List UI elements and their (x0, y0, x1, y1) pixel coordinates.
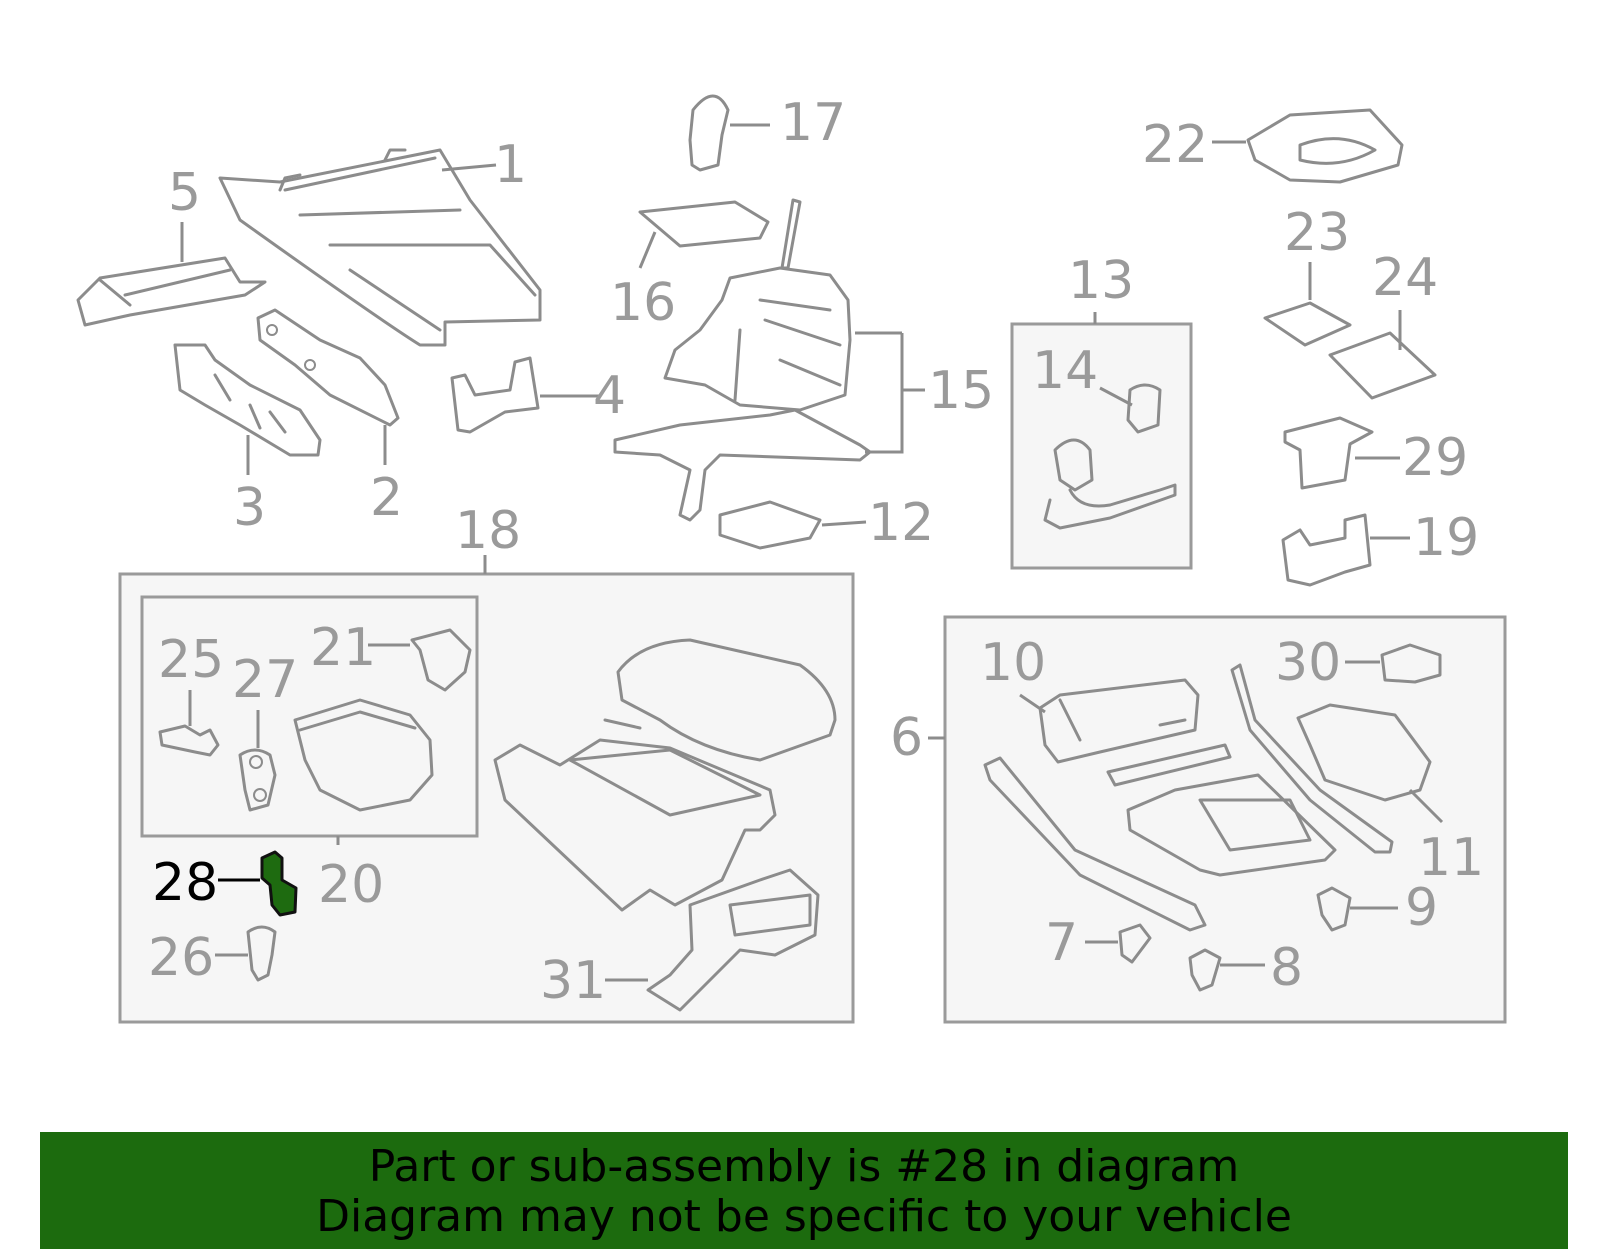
callout-11[interactable]: 11 (1418, 828, 1484, 888)
part-10-panel[interactable] (1038, 678, 1200, 764)
callout-1[interactable]: 1 (494, 135, 527, 195)
banner-line-2: Diagram may not be specific to your vehi… (316, 1191, 1292, 1242)
group-box-6 (943, 615, 1507, 1024)
part-29-switch[interactable] (1283, 416, 1374, 490)
part-9-clip[interactable] (1316, 886, 1352, 932)
callout-16[interactable]: 16 (610, 273, 676, 333)
callout-6[interactable]: 6 (890, 708, 923, 768)
callout-23[interactable]: 23 (1284, 203, 1350, 263)
part-22-tray[interactable] (1246, 108, 1404, 184)
part-5-side-panel[interactable] (76, 256, 267, 327)
part-28-bracket-highlighted[interactable] (260, 850, 298, 917)
leader-lines (180, 123, 1444, 982)
callout-15[interactable]: 15 (928, 361, 994, 421)
group-box-13 (1010, 322, 1193, 570)
part-26-plug[interactable] (246, 925, 277, 982)
callout-8[interactable]: 8 (1270, 938, 1303, 998)
part-30-connector[interactable] (1380, 643, 1442, 684)
part-31-rear-panel[interactable] (646, 868, 820, 1012)
part-17-shift-knob[interactable] (688, 94, 730, 172)
part-2-bracket[interactable] (256, 308, 400, 427)
callout-20[interactable]: 20 (318, 855, 384, 915)
part-18-console-box[interactable] (493, 718, 777, 912)
shift-panel[interactable] (1126, 773, 1337, 877)
callout-labels: 1 2 3 4 5 6 7 8 9 10 11 12 13 14 15 16 1… (148, 93, 1484, 1011)
part-27-clip[interactable] (238, 748, 277, 812)
callout-13[interactable]: 13 (1068, 251, 1134, 311)
callout-2[interactable]: 2 (370, 468, 403, 528)
callout-25[interactable]: 25 (158, 630, 224, 690)
callout-28-highlighted[interactable]: 28 (152, 853, 218, 913)
part-20-cup-holder[interactable] (293, 698, 434, 812)
part-23-mat[interactable] (1263, 301, 1352, 347)
part-7-clip[interactable] (1118, 923, 1152, 964)
callout-12[interactable]: 12 (868, 493, 934, 553)
trim-strip-right[interactable] (1230, 663, 1394, 854)
banner-line-1: Part or sub-assembly is #28 in diagram (368, 1141, 1240, 1192)
callout-31[interactable]: 31 (540, 951, 606, 1011)
callout-3[interactable]: 3 (233, 478, 266, 538)
part-14-socket[interactable] (1043, 383, 1177, 530)
callout-4[interactable]: 4 (593, 366, 626, 426)
part-19-bracket[interactable] (1281, 513, 1372, 587)
armrest-lid[interactable] (616, 638, 837, 762)
callout-9[interactable]: 9 (1405, 878, 1438, 938)
part-15-shifter-assembly[interactable] (613, 198, 872, 522)
callout-30[interactable]: 30 (1275, 633, 1341, 693)
small-trim[interactable] (1106, 743, 1232, 787)
callout-19[interactable]: 19 (1413, 508, 1479, 568)
callout-24[interactable]: 24 (1372, 248, 1438, 308)
callout-29[interactable]: 29 (1402, 428, 1468, 488)
trim-strip-left[interactable] (983, 756, 1207, 932)
part-25-bulb[interactable] (158, 724, 220, 757)
callout-14[interactable]: 14 (1032, 341, 1098, 401)
part-21-clip[interactable] (410, 628, 472, 692)
parts-diagram: 1 2 3 4 5 6 7 8 9 10 11 12 13 14 15 16 1… (76, 93, 1507, 1024)
callout-27[interactable]: 27 (232, 650, 298, 710)
callout-18[interactable]: 18 (455, 501, 521, 561)
part-11-pocket[interactable] (1296, 703, 1432, 802)
callout-10[interactable]: 10 (980, 633, 1046, 693)
part-16-plate[interactable] (638, 200, 770, 248)
part-12-plate[interactable] (718, 500, 822, 550)
part-8-clip[interactable] (1188, 948, 1222, 992)
info-banner: Part or sub-assembly is #28 in diagram D… (40, 1132, 1568, 1249)
callout-5[interactable]: 5 (168, 163, 201, 223)
callout-26[interactable]: 26 (148, 928, 214, 988)
callout-17[interactable]: 17 (780, 93, 846, 153)
part-24-mat[interactable] (1328, 331, 1437, 400)
part-4-bracket[interactable] (450, 356, 540, 434)
part-1-console-box[interactable] (218, 148, 542, 347)
callout-22[interactable]: 22 (1142, 115, 1208, 175)
callout-21[interactable]: 21 (310, 618, 376, 678)
callout-7[interactable]: 7 (1045, 913, 1078, 973)
part-3-bracket[interactable] (173, 343, 322, 457)
